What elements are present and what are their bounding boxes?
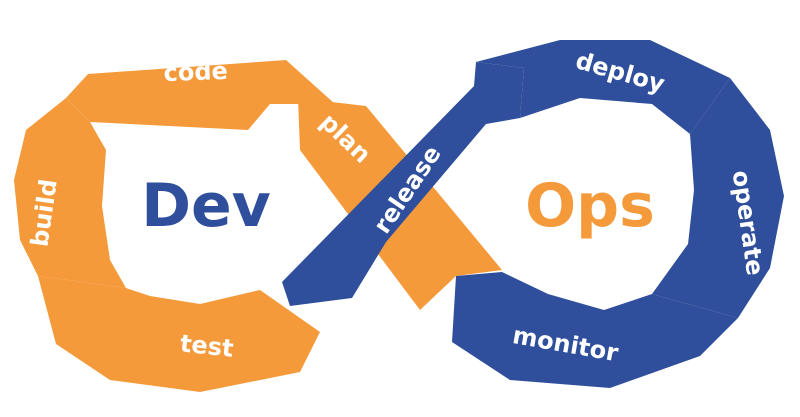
build-segment [14,98,126,288]
release-arrow [282,62,524,306]
dev-loop [14,60,502,392]
monitor-segment [452,272,738,388]
operate-segment [652,78,784,318]
code-segment [66,60,335,130]
ops-loop [282,40,784,388]
test-segment [38,276,320,392]
stage-label-code: code [163,57,228,87]
center-label-dev: Dev [141,171,271,241]
deploy-segment [476,40,730,134]
center-label-ops: Ops [525,171,655,241]
stage-label-test: test [179,329,235,362]
